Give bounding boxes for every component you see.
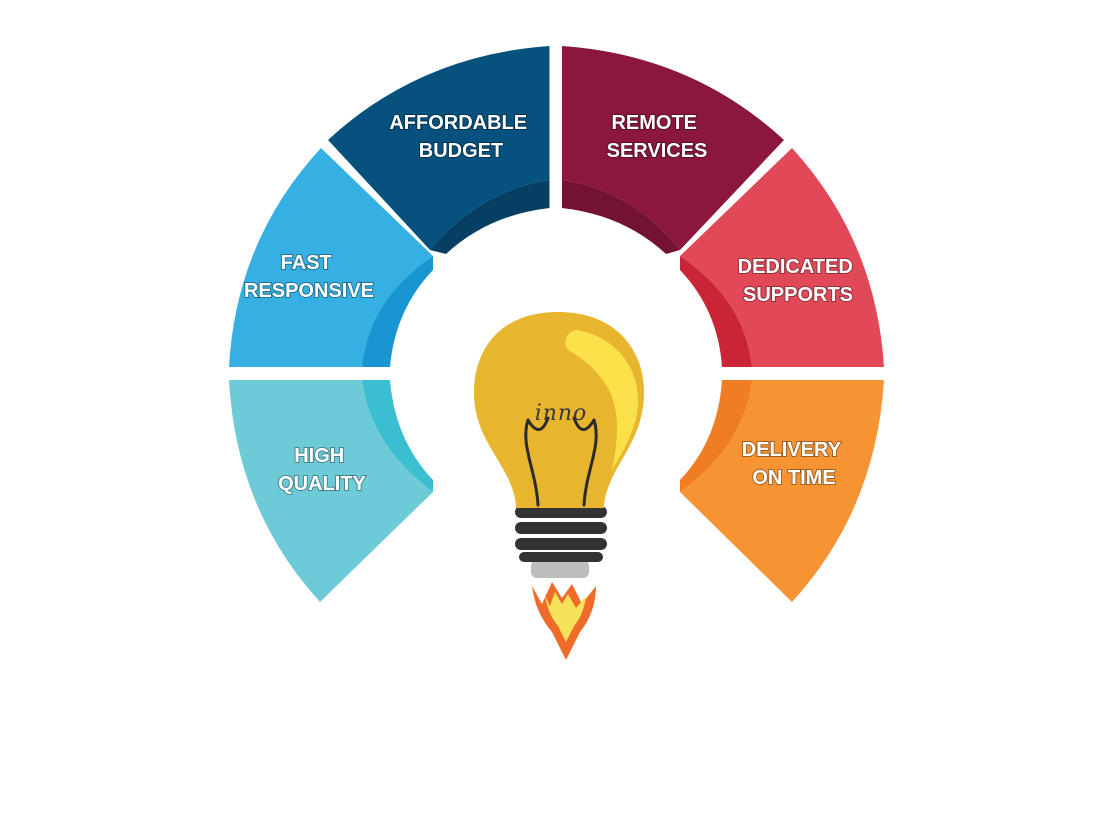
bulb-filament bbox=[524, 416, 598, 507]
segment-dedicated-supports-shape bbox=[680, 148, 884, 367]
segment-fast-responsive-shape bbox=[229, 148, 433, 367]
segment-high-quality-inner bbox=[362, 380, 433, 492]
segment-remote-services-shape bbox=[562, 46, 784, 250]
segment-fast-responsive-label: FAST RESPONSIVE bbox=[244, 252, 374, 302]
segment-fast-responsive-inner bbox=[362, 256, 433, 367]
segment-delivery-on-time: DELIVERY ON TIME bbox=[680, 380, 884, 602]
segment-delivery-on-time-label: DELIVERY ON TIME bbox=[742, 439, 846, 489]
segment-fast-responsive: FAST RESPONSIVE bbox=[229, 148, 433, 367]
segment-delivery-on-time-inner bbox=[680, 380, 752, 492]
bulb-cap-tip bbox=[531, 560, 589, 578]
bulb-base bbox=[515, 506, 607, 562]
segment-high-quality: HIGH QUALITY bbox=[229, 380, 433, 602]
segment-affordable-budget: AFFORDABLE BUDGET bbox=[328, 46, 550, 254]
segment-high-quality-label: HIGH QUALITY bbox=[278, 445, 366, 495]
segment-dedicated-supports-inner bbox=[680, 256, 752, 367]
segment-affordable-budget-inner bbox=[430, 180, 550, 254]
segment-affordable-budget-shape bbox=[328, 46, 550, 250]
segment-affordable-budget-label: AFFORDABLE BUDGET bbox=[389, 112, 532, 162]
segment-high-quality-shape bbox=[229, 380, 433, 602]
segment-dedicated-supports: DEDICATED SUPPORTS bbox=[680, 148, 884, 367]
flame-inner-icon bbox=[545, 592, 586, 642]
segment-dedicated-supports-label: DEDICATED SUPPORTS bbox=[738, 256, 859, 306]
bulb-text: inno bbox=[535, 401, 588, 426]
bulb-highlight bbox=[565, 330, 639, 470]
segment-remote-services-label: REMOTE SERVICES bbox=[607, 112, 708, 162]
lightbulb-icon: inno bbox=[474, 312, 644, 660]
segment-delivery-on-time-shape bbox=[680, 380, 884, 602]
segment-remote-services: REMOTE SERVICES bbox=[562, 46, 784, 254]
segment-remote-services-inner bbox=[562, 180, 680, 254]
